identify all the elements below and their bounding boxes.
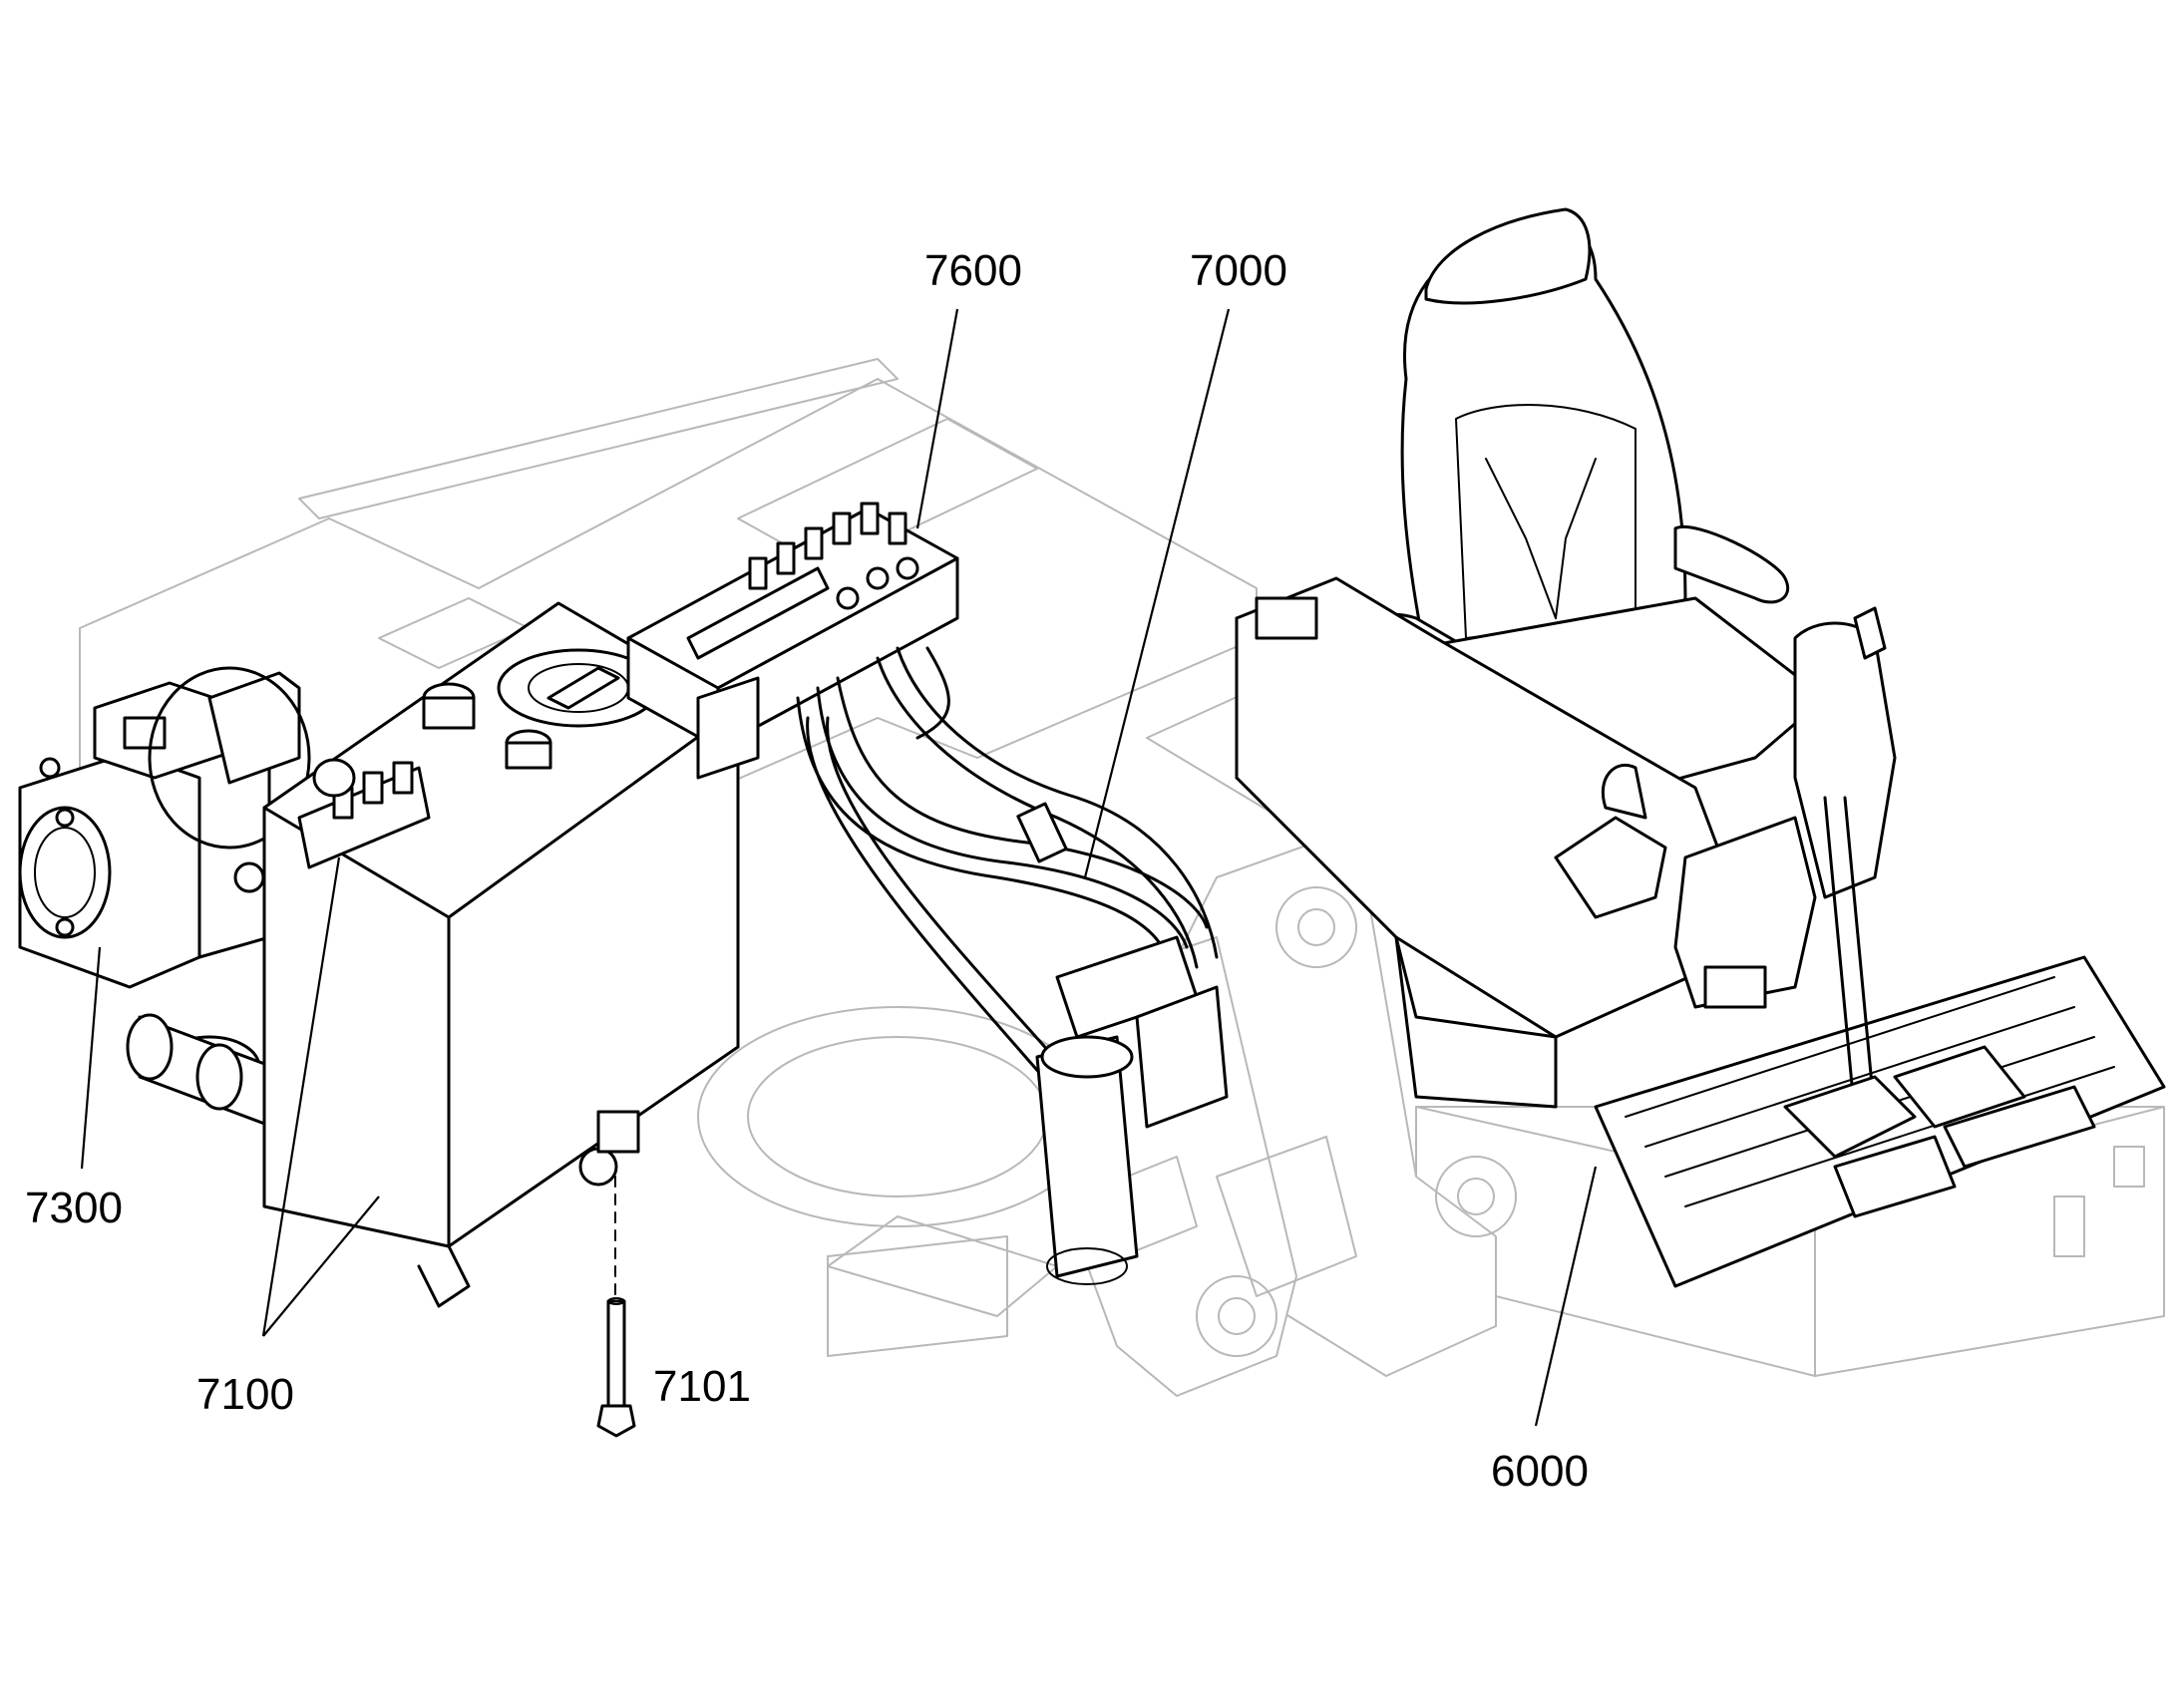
hydraulic-hoses-7000 (796, 646, 1229, 1285)
callout-7300: 7300 (25, 1184, 123, 1232)
leader-7600 (915, 308, 959, 529)
leader-7100-a (261, 856, 341, 1337)
callout-7000: 7000 (1190, 246, 1287, 295)
leader-7100-b (262, 1196, 380, 1337)
leader-7000 (1083, 308, 1231, 878)
operator-station-6000 (1235, 207, 2166, 1288)
callout-7100: 7100 (196, 1370, 294, 1419)
callout-7600: 7600 (924, 246, 1022, 295)
hydraulic-tank-7100 (262, 601, 740, 1308)
callout-labels: 7600 7000 7300 7100 7101 6000 (25, 246, 1589, 1496)
callout-6000: 6000 (1491, 1447, 1589, 1496)
bolt-7101 (596, 1176, 636, 1438)
callout-7101: 7101 (653, 1362, 751, 1411)
hydraulic-pump-7300 (18, 666, 311, 1139)
leader-7300 (80, 946, 102, 1170)
leader-lines (80, 308, 1598, 1427)
leader-6000 (1534, 1166, 1598, 1427)
control-valve-7600 (626, 502, 959, 780)
